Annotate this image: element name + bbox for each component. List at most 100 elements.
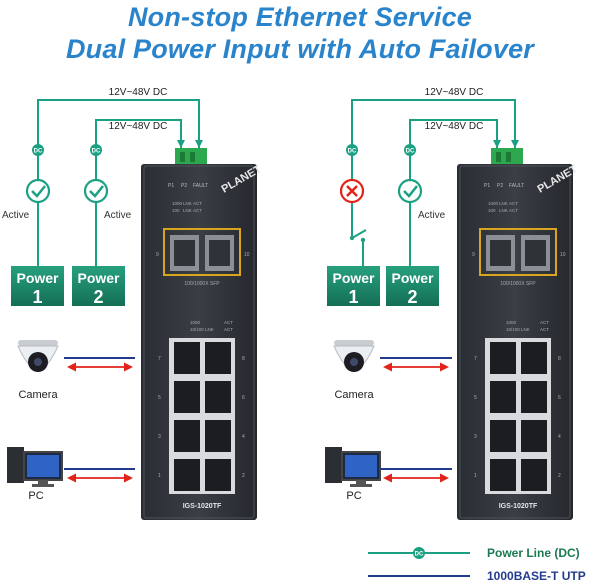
svg-text:DC: DC [415, 552, 424, 558]
svg-text:8: 8 [558, 356, 561, 362]
svg-text:Power: Power [332, 270, 375, 286]
utp-link-pc [64, 468, 135, 483]
svg-text:7: 7 [158, 356, 161, 362]
svg-text:1: 1 [158, 473, 161, 479]
svg-text:100/1000X SFP: 100/1000X SFP [184, 281, 220, 287]
check-circle-icon [25, 178, 51, 204]
svg-text:6: 6 [558, 395, 561, 401]
dc-badge: DC [404, 144, 416, 156]
svg-text:DC: DC [406, 149, 415, 155]
check-circle-icon [83, 178, 109, 204]
model-label: IGS-1020TF [499, 503, 538, 510]
svg-text:P2: P2 [181, 183, 187, 189]
voltage-label: 12V~48V DC [109, 121, 168, 132]
svg-text:1: 1 [474, 473, 477, 479]
svg-text:1: 1 [32, 287, 42, 307]
svg-text:1: 1 [348, 287, 358, 307]
pc-icon [7, 447, 63, 487]
power-1-box: Power 1 [327, 266, 380, 307]
power-1-box: Power 1 [11, 266, 64, 307]
arrowhead-icon [195, 140, 203, 148]
camera-label: Camera [18, 389, 58, 401]
svg-text:1000: 1000 [172, 201, 183, 206]
camera-icon [17, 340, 59, 372]
svg-text:100/1000X SFP: 100/1000X SFP [500, 281, 536, 287]
arrowhead-icon [511, 140, 519, 148]
svg-text:10: 10 [244, 252, 250, 258]
svg-text:DC: DC [348, 149, 357, 155]
active-label: Active [2, 210, 30, 221]
pc-icon [325, 447, 381, 487]
fail-x-circle-icon [339, 178, 365, 204]
svg-text:6: 6 [242, 395, 245, 401]
utp-link-camera [64, 357, 135, 372]
svg-text:LNK: LNK [183, 208, 192, 213]
arrowhead-icon [493, 140, 501, 148]
pc-label: PC [346, 490, 361, 502]
svg-text:2: 2 [407, 287, 417, 307]
svg-text:1000: 1000 [190, 320, 201, 325]
legend-power-line-label: Power Line (DC) [487, 546, 580, 560]
voltage-label: 12V~48V DC [425, 87, 484, 98]
legend-utp-label: 1000BASE-T UTP [487, 569, 586, 583]
active-label: Active [104, 210, 132, 221]
svg-text:ACT: ACT [193, 201, 202, 206]
svg-text:ACT: ACT [224, 327, 233, 332]
svg-text:2: 2 [242, 473, 245, 479]
switch-device: P1 P2 FAULT PLANET 1000 LNK ACT 100 LNK … [457, 148, 580, 520]
svg-text:5: 5 [158, 395, 161, 401]
svg-text:LNK: LNK [183, 201, 192, 206]
voltage-label: 12V~48V DC [109, 87, 168, 98]
svg-text:ACT: ACT [540, 320, 549, 325]
svg-text:LNK: LNK [499, 201, 508, 206]
svg-text:Power: Power [391, 270, 434, 286]
dc-badge: DC [346, 144, 358, 156]
pc-label: PC [28, 490, 43, 502]
svg-text:100: 100 [488, 208, 496, 213]
scenario-left: 12V~48V DC 12V~48V DC DC DC Active Activ… [2, 87, 264, 520]
svg-text:100: 100 [172, 208, 180, 213]
svg-text:ACT: ACT [540, 327, 549, 332]
voltage-label: 12V~48V DC [425, 121, 484, 132]
switch-contact-icon [360, 237, 366, 243]
svg-text:10/100 LNK: 10/100 LNK [506, 327, 530, 332]
svg-text:4: 4 [242, 434, 245, 440]
utp-link-camera [380, 357, 452, 372]
check-circle-icon [397, 178, 423, 204]
legend: DC [368, 547, 470, 577]
active-label: Active [418, 210, 446, 221]
svg-text:10/100 LNK: 10/100 LNK [190, 327, 214, 332]
arrowhead-icon [177, 140, 185, 148]
svg-text:P1: P1 [484, 183, 490, 189]
svg-text:ACT: ACT [193, 208, 202, 213]
title-line-1: Non-stop Ethernet Service [127, 2, 473, 32]
switch-device: P1 P2 FAULT PLANET 1000 LNK ACT 100 LNK … [141, 148, 264, 520]
scenario-right: 12V~48V DC 12V~48V DC DC DC Active Power… [325, 87, 580, 520]
svg-text:10: 10 [560, 252, 566, 258]
switch-contact-icon [349, 235, 355, 241]
svg-text:8: 8 [242, 356, 245, 362]
power-2-box: Power 2 [386, 266, 439, 307]
dc-badge: DC [90, 144, 102, 156]
svg-text:Power: Power [16, 270, 59, 286]
svg-text:2: 2 [558, 473, 561, 479]
svg-text:FAULT: FAULT [509, 183, 524, 189]
svg-text:P2: P2 [497, 183, 503, 189]
model-label: IGS-1020TF [183, 503, 222, 510]
camera-label: Camera [334, 389, 374, 401]
title-line-2: Dual Power Input with Auto Failover [65, 34, 535, 64]
svg-text:ACT: ACT [509, 208, 518, 213]
svg-text:LNK: LNK [499, 208, 508, 213]
svg-text:4: 4 [558, 434, 561, 440]
svg-text:9: 9 [472, 252, 475, 258]
svg-text:3: 3 [474, 434, 477, 440]
svg-text:2: 2 [93, 287, 103, 307]
utp-link-pc [380, 468, 452, 483]
svg-text:ACT: ACT [224, 320, 233, 325]
camera-icon [333, 340, 375, 372]
svg-text:3: 3 [158, 434, 161, 440]
svg-text:DC: DC [34, 149, 43, 155]
svg-text:FAULT: FAULT [193, 183, 208, 189]
svg-text:5: 5 [474, 395, 477, 401]
